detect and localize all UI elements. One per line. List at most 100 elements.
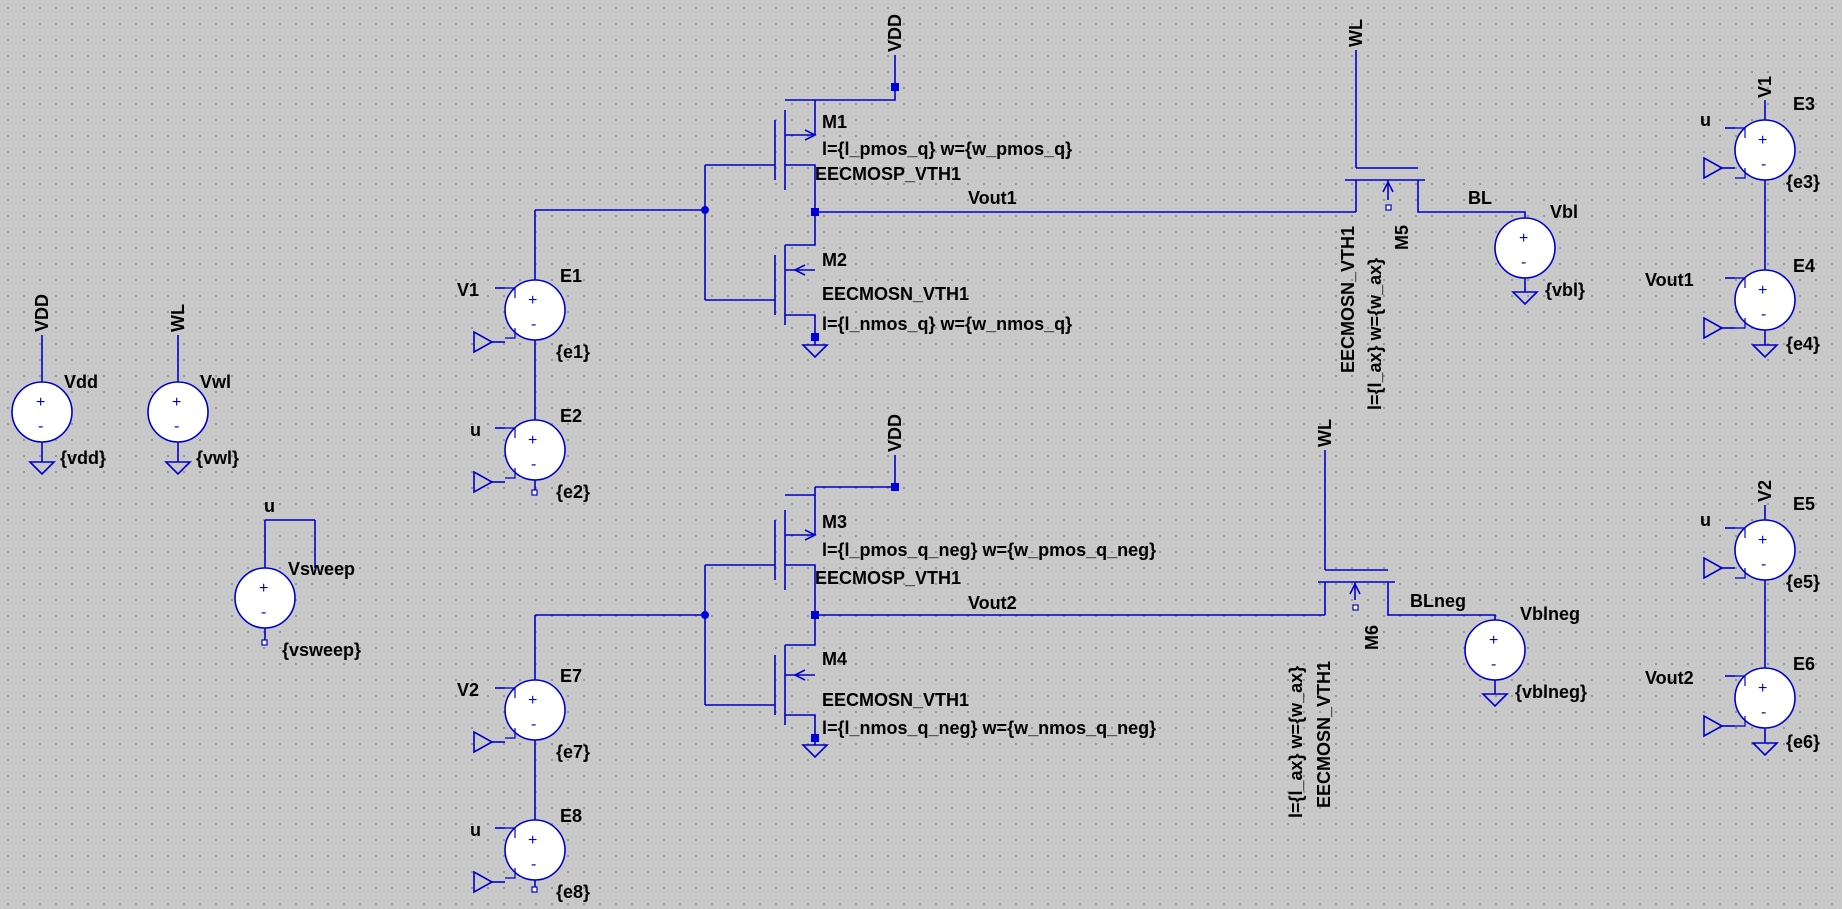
esource-e1-ctrl: V1 (457, 280, 479, 300)
svg-text:+: + (1758, 680, 1767, 697)
esource-e4[interactable]: + - Vout1 E4 {e4} (1645, 256, 1820, 359)
esource-e1-value: {e1} (556, 342, 590, 362)
mosfet-m3-params: l={l_pmos_q_neg} w={w_pmos_q_neg} (822, 540, 1156, 560)
mosfet-m6[interactable]: WL M6 l={l_ax} w={w_ax} EECMOSN_VTH1 (1286, 419, 1458, 818)
svg-text:-: - (531, 316, 536, 333)
ground-icon (1511, 291, 1539, 306)
esource-e6-ref: E6 (1793, 654, 1815, 674)
ground-icon (473, 330, 494, 354)
net-label-vdd: VDD (32, 294, 52, 332)
mosfet-m4[interactable]: M4 EECMOSN_VTH1 l={l_nmos_q_neg} w={w_nm… (774, 615, 1156, 738)
svg-text:+: + (1758, 132, 1767, 149)
vsource-vdd-value: {vdd} (60, 448, 106, 468)
vsource-vblneg-value: {vblneg} (1515, 682, 1587, 702)
esource-e1-ref: E1 (560, 266, 582, 286)
svg-text:-: - (261, 604, 266, 621)
top-inverter-wiring: VDD Vout1 (535, 14, 1356, 359)
mosfet-m2-ref: M2 (822, 250, 847, 270)
vsource-vblneg-ref: Vblneg (1520, 604, 1580, 624)
svg-text:+: + (1758, 282, 1767, 299)
mosfet-m5-ref: M5 (1392, 225, 1412, 250)
net-label-vdd-2: VDD (885, 414, 905, 452)
mosfet-m5[interactable]: WL M5 EECMOSN_VTH1 l={l_ax} w={w_ax} (1338, 19, 1490, 410)
ground-icon (164, 461, 192, 476)
esource-e4-value: {e4} (1786, 334, 1820, 354)
ground-icon (1703, 156, 1724, 180)
mosfet-m3[interactable]: M3 l={l_pmos_q_neg} w={w_pmos_q_neg} EEC… (774, 487, 1156, 615)
esource-e2[interactable]: + - u E2 {e2} (470, 390, 590, 502)
mosfet-m1-ref: M1 (822, 112, 847, 132)
esource-e3-ctrl: u (1700, 110, 1711, 130)
esource-e3-value: {e3} (1786, 172, 1820, 192)
vsource-vdd[interactable]: + - VDD Vdd {vdd} (11, 294, 106, 476)
esource-e5-value: {e5} (1786, 572, 1820, 592)
net-label-u: u (264, 496, 275, 516)
net-label-wl: WL (1346, 19, 1366, 47)
mosfet-m3-model: EECMOSP_VTH1 (815, 568, 961, 588)
svg-text:+: + (528, 832, 537, 849)
esource-e4-ctrl: Vout1 (1645, 270, 1694, 290)
mosfet-m6-model: EECMOSN_VTH1 (1314, 661, 1334, 808)
ground-icon (1751, 742, 1779, 757)
esource-e8-value: {e8} (556, 882, 590, 902)
net-label-bl: BL (1468, 188, 1492, 208)
ground-icon (801, 344, 829, 359)
mosfet-m1[interactable]: M1 l={l_pmos_q} w={w_pmos_q} EECMOSP_VTH… (774, 99, 1072, 212)
vsource-vblneg[interactable]: + - BLneg Vblneg {vblneg} (1410, 591, 1587, 708)
vsource-vsweep[interactable]: + - u Vsweep {vsweep} (234, 496, 361, 660)
net-label-blneg: BLneg (1410, 591, 1466, 611)
esource-e5-ref: E5 (1793, 494, 1815, 514)
svg-text:-: - (1761, 704, 1766, 721)
ground-icon (1751, 344, 1779, 359)
ground-icon (1481, 693, 1509, 708)
mosfet-m4-ref: M4 (822, 649, 847, 669)
esource-e3-ref: E3 (1793, 94, 1815, 114)
svg-text:-: - (1761, 556, 1766, 573)
vsource-vsweep-value: {vsweep} (282, 640, 361, 660)
esource-e8[interactable]: + - u E8 {e8} (470, 790, 590, 902)
esource-e4-ref: E4 (1793, 256, 1815, 276)
mosfet-m5-model: EECMOSN_VTH1 (1338, 226, 1358, 373)
mosfet-m6-ref: M6 (1362, 625, 1382, 650)
esource-e8-ref: E8 (560, 806, 582, 826)
vsource-vbl-ref: Vbl (1550, 202, 1578, 222)
esource-e2-value: {e2} (556, 482, 590, 502)
mosfet-m5-params: l={l_ax} w={w_ax} (1365, 258, 1385, 410)
ground-icon (473, 470, 494, 494)
esource-e7[interactable]: + - V2 E7 {e7} (457, 615, 590, 790)
svg-text:+: + (528, 432, 537, 449)
bottom-inverter-wiring: VDD Vout2 (535, 414, 1325, 759)
vsource-vwl-value: {vwl} (196, 448, 239, 468)
svg-text:-: - (1761, 306, 1766, 323)
ground-icon (1703, 316, 1724, 340)
svg-text:-: - (531, 456, 536, 473)
ground-icon (1703, 556, 1724, 580)
esource-e1[interactable]: + - V1 E1 {e1} (457, 210, 590, 390)
svg-text:+: + (1758, 532, 1767, 549)
esource-e8-ctrl: u (470, 820, 481, 840)
esource-e5[interactable]: + - V2 u E5 {e5} (1700, 480, 1820, 668)
ground-icon (1703, 714, 1724, 738)
esource-e6[interactable]: + - Vout2 E6 {e6} (1645, 654, 1820, 757)
ground-icon (473, 870, 494, 894)
mosfet-m2[interactable]: M2 EECMOSN_VTH1 l={l_nmos_q} w={w_nmos_q… (774, 212, 1072, 337)
mosfet-m4-model: EECMOSN_VTH1 (822, 690, 969, 710)
esource-e2-ctrl: u (470, 420, 481, 440)
svg-text:-: - (1521, 254, 1526, 271)
ground-icon (28, 461, 56, 476)
vsource-vbl[interactable]: + - BL Vbl {vbl} (1468, 188, 1585, 306)
vsource-vwl[interactable]: + - WL Vwl {vwl} (147, 304, 239, 476)
esource-e7-value: {e7} (556, 742, 590, 762)
svg-text:+: + (36, 394, 45, 411)
net-label-v1: V1 (1755, 76, 1775, 98)
svg-text:-: - (531, 716, 536, 733)
esource-e2-ref: E2 (560, 406, 582, 426)
net-label-wl-2: WL (1315, 419, 1335, 447)
esource-e3[interactable]: + - V1 u E3 {e3} (1700, 76, 1820, 270)
net-label-vdd: VDD (885, 14, 905, 52)
svg-text:+: + (528, 692, 537, 709)
mosfet-m6-params: l={l_ax} w={w_ax} (1286, 666, 1306, 818)
esource-e7-ctrl: V2 (457, 680, 479, 700)
